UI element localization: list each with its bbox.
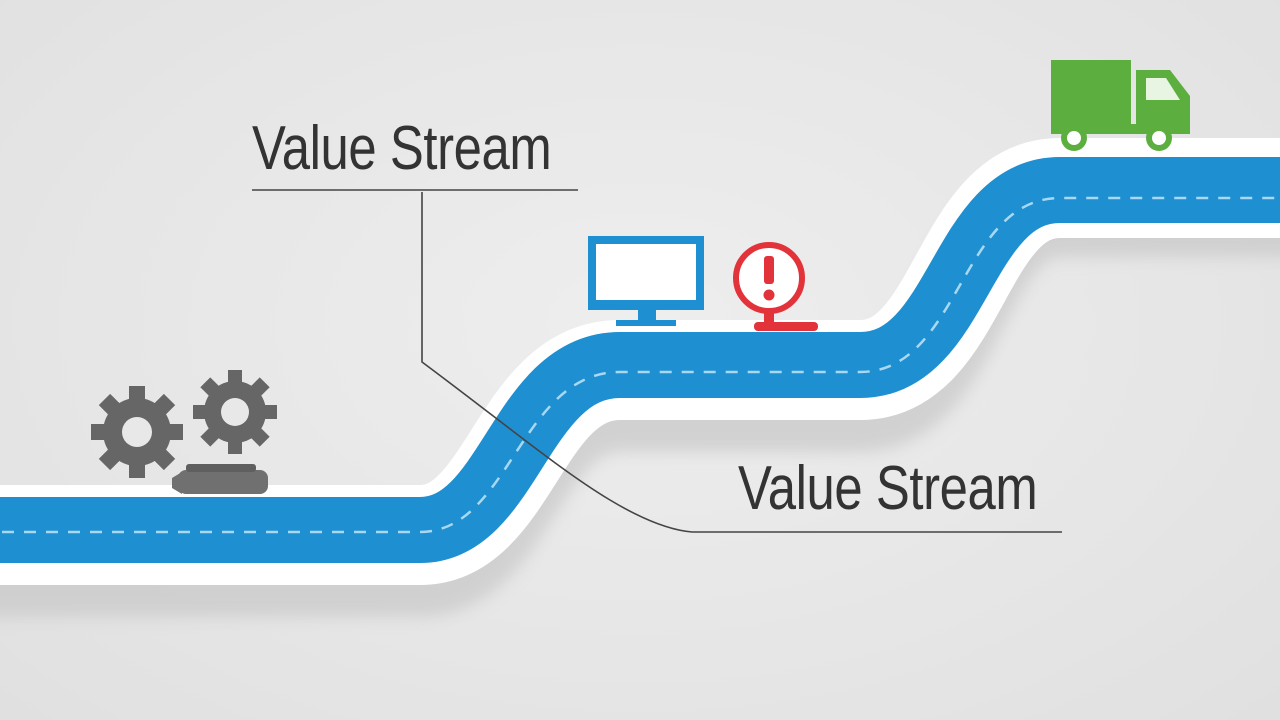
leader-line-top [252,189,693,533]
value-stream-label-top: Value Stream [252,114,552,183]
gear-icon [91,386,183,478]
value-stream-label-bottom: Value Stream [738,454,1038,523]
road [0,157,1280,563]
monitor-icon [588,236,704,326]
gear-icon [193,370,277,454]
lane-dashes [0,196,1280,534]
conveyor-icon [172,464,268,494]
alert-icon [733,242,818,331]
truck-icon [1051,60,1190,151]
